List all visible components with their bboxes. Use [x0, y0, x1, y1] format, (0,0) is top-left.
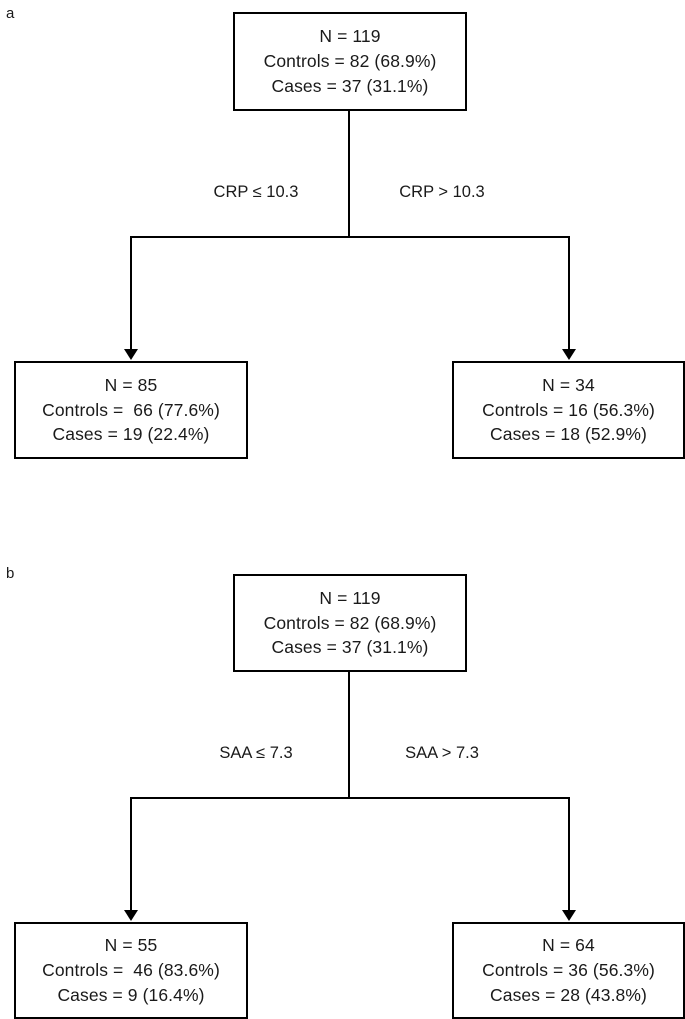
panel-b-right-leaf-line-2: Controls = 36 (56.3%) [482, 960, 655, 981]
panel-b-left-leaf-line-1: N = 55 [104, 935, 158, 956]
panel-b-right-leaf-node: N = 64 Controls = 36 (56.3%) Cases = 28 … [452, 922, 685, 1019]
panel-a-right-leaf-line-1: N = 34 [542, 374, 595, 395]
panel-a-root-stem [348, 111, 350, 236]
panel-a-right-leaf-line-2: Controls = 16 (56.3%) [482, 399, 655, 420]
panel-b-root-line-3: Cases = 37 (31.1%) [271, 637, 429, 658]
panel-a-left-arrow-icon [124, 349, 138, 360]
panel-b-left-leaf-line-3: Cases = 9 (16.4%) [57, 984, 205, 1005]
panel-b-root-line-2: Controls = 82 (68.9%) [263, 612, 437, 633]
panel-a-root-line-2: Controls = 82 (68.9%) [263, 51, 437, 72]
panel-label-b: b [6, 565, 15, 582]
panel-b-right-leaf-line-3: Cases = 28 (43.8%) [490, 984, 647, 1005]
panel-a-split-bar [130, 236, 570, 238]
panel-a-root-line-1: N = 119 [319, 26, 381, 47]
panel-b-left-leaf-node: N = 55 Controls = 46 (83.6%) Cases = 9 (… [14, 922, 248, 1019]
panel-a-right-branch-line [568, 236, 570, 349]
panel-b-right-edge-label: SAA > 7.3 [405, 744, 479, 762]
panel-b-split-bar [130, 797, 570, 799]
panel-a-right-edge-label: CRP > 10.3 [399, 183, 485, 201]
panel-a-left-branch-line [130, 236, 132, 349]
panel-b-left-edge-label: SAA ≤ 7.3 [219, 744, 293, 762]
panel-a-root-line-3: Cases = 37 (31.1%) [271, 75, 429, 96]
panel-b-left-arrow-icon [124, 910, 138, 921]
panel-a-left-leaf-line-3: Cases = 19 (22.4%) [52, 424, 210, 445]
panel-b-right-leaf-line-1: N = 64 [542, 935, 595, 956]
panel-a-right-arrow-icon [562, 349, 576, 360]
panel-b-root-node: N = 119 Controls = 82 (68.9%) Cases = 37… [233, 574, 467, 672]
panel-a-root-node: N = 119 Controls = 82 (68.9%) Cases = 37… [233, 12, 467, 111]
panel-b-left-leaf-line-2: Controls = 46 (83.6%) [42, 960, 220, 981]
panel-b-left-branch-line [130, 797, 132, 910]
panel-a-left-leaf-line-1: N = 85 [104, 374, 158, 395]
panel-b-root-stem [348, 672, 350, 797]
panel-a-left-leaf-line-2: Controls = 66 (77.6%) [42, 399, 220, 420]
panel-b-right-branch-line [568, 797, 570, 910]
panel-b-root-line-1: N = 119 [319, 587, 381, 608]
panel-label-a: a [6, 5, 15, 22]
panel-a-right-leaf-node: N = 34 Controls = 16 (56.3%) Cases = 18 … [452, 361, 685, 459]
panel-a-left-edge-label: CRP ≤ 10.3 [213, 183, 299, 201]
panel-b-right-arrow-icon [562, 910, 576, 921]
panel-a-left-leaf-node: N = 85 Controls = 66 (77.6%) Cases = 19 … [14, 361, 248, 459]
panel-a-right-leaf-line-3: Cases = 18 (52.9%) [490, 424, 647, 445]
